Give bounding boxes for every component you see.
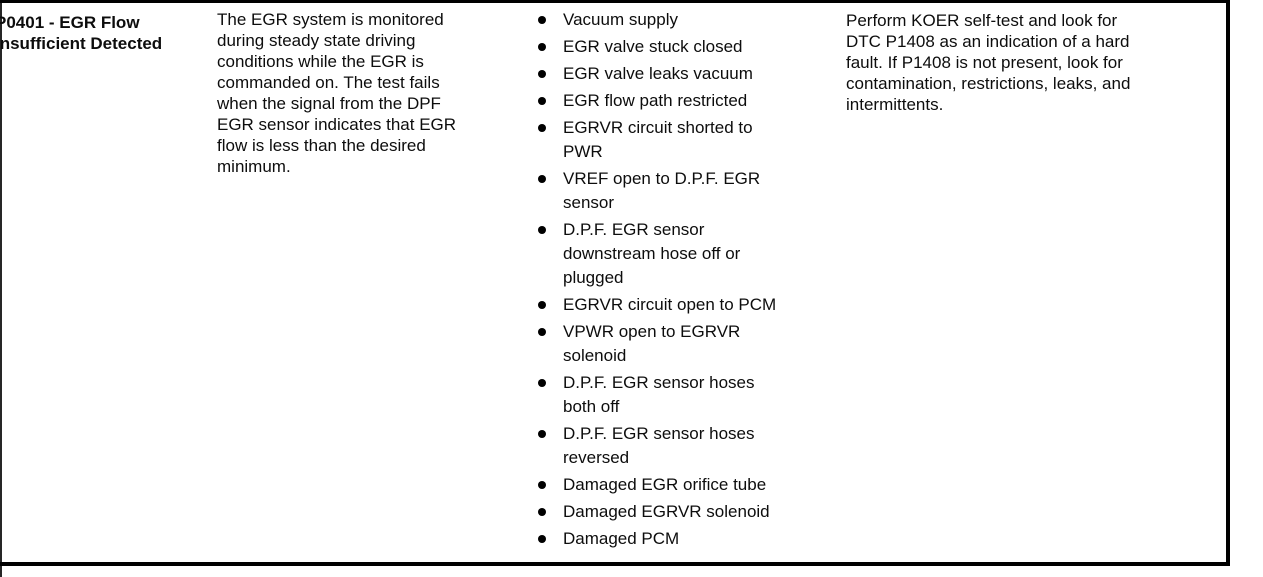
dtc-code-cell: P0401 - EGR Flow Insufficient Detected — [0, 3, 208, 54]
cause-text: Damaged EGR orifice tube — [563, 475, 767, 494]
bullet-icon — [538, 508, 546, 516]
bullet-icon — [538, 328, 546, 336]
bullet-icon — [538, 97, 546, 105]
column-divider-1 — [0, 0, 2, 562]
cause-text: Damaged EGRVR solenoid — [563, 502, 770, 521]
cause-text: EGR valve leaks vacuum — [563, 64, 753, 83]
bullet-icon — [538, 301, 546, 309]
cause-text: VPWR open to EGRVR solenoid — [563, 322, 741, 365]
cause-item: VREF open to D.P.F. EGR sensor — [537, 167, 837, 215]
dtc-action-cell: Perform KOER self-test and look for DTC … — [846, 11, 1131, 114]
table-bottom-border — [0, 562, 1230, 566]
bullet-icon — [538, 481, 546, 489]
bullet-icon — [538, 16, 546, 24]
cause-text: EGRVR circuit open to PCM — [563, 295, 777, 314]
cause-item: EGRVR circuit shorted to PWR — [537, 116, 837, 164]
dtc-code-text: P0401 - EGR Flow Insufficient Detected — [0, 13, 163, 53]
cause-text: EGR flow path restricted — [563, 91, 748, 110]
cause-text: Vacuum supply — [563, 10, 678, 29]
bullet-icon — [538, 175, 546, 183]
bullet-icon — [538, 70, 546, 78]
cause-item: D.P.F. EGR sensor hoses reversed — [537, 422, 837, 470]
cause-item: EGRVR circuit open to PCM — [537, 293, 837, 317]
bullet-icon — [538, 379, 546, 387]
cause-item: VPWR open to EGRVR solenoid — [537, 320, 837, 368]
cause-item: D.P.F. EGR sensor downstream hose off or… — [537, 218, 837, 290]
cause-item: Damaged EGR orifice tube — [537, 473, 837, 497]
bullet-icon — [538, 226, 546, 234]
cause-text: D.P.F. EGR sensor hoses reversed — [563, 424, 755, 467]
faint-arc-artifact — [1250, 30, 1263, 61]
bullet-icon — [538, 124, 546, 132]
bullet-icon — [538, 43, 546, 51]
cause-item: EGR valve leaks vacuum — [537, 62, 837, 86]
cause-item: EGR flow path restricted — [537, 89, 837, 113]
column-divider-2 — [0, 562, 2, 577]
bullet-icon — [538, 430, 546, 438]
cause-text: D.P.F. EGR sensor downstream hose off or… — [563, 220, 741, 287]
table-top-border — [0, 0, 1230, 3]
cause-text: D.P.F. EGR sensor hoses both off — [563, 373, 755, 416]
bullet-icon — [538, 535, 546, 543]
cause-item: D.P.F. EGR sensor hoses both off — [537, 371, 837, 419]
table-right-border — [1226, 0, 1230, 566]
cause-text: EGRVR circuit shorted to PWR — [563, 118, 753, 161]
cause-text: Damaged PCM — [563, 529, 680, 548]
cause-item: Damaged EGRVR solenoid — [537, 500, 837, 524]
cause-item: Vacuum supply — [537, 8, 837, 32]
cause-item: EGR valve stuck closed — [537, 35, 837, 59]
dtc-description-cell: The EGR system is monitored during stead… — [217, 10, 457, 176]
cause-item: Damaged PCM — [537, 527, 837, 551]
cause-text: VREF open to D.P.F. EGR sensor — [563, 169, 761, 212]
cause-text: EGR valve stuck closed — [563, 37, 743, 56]
